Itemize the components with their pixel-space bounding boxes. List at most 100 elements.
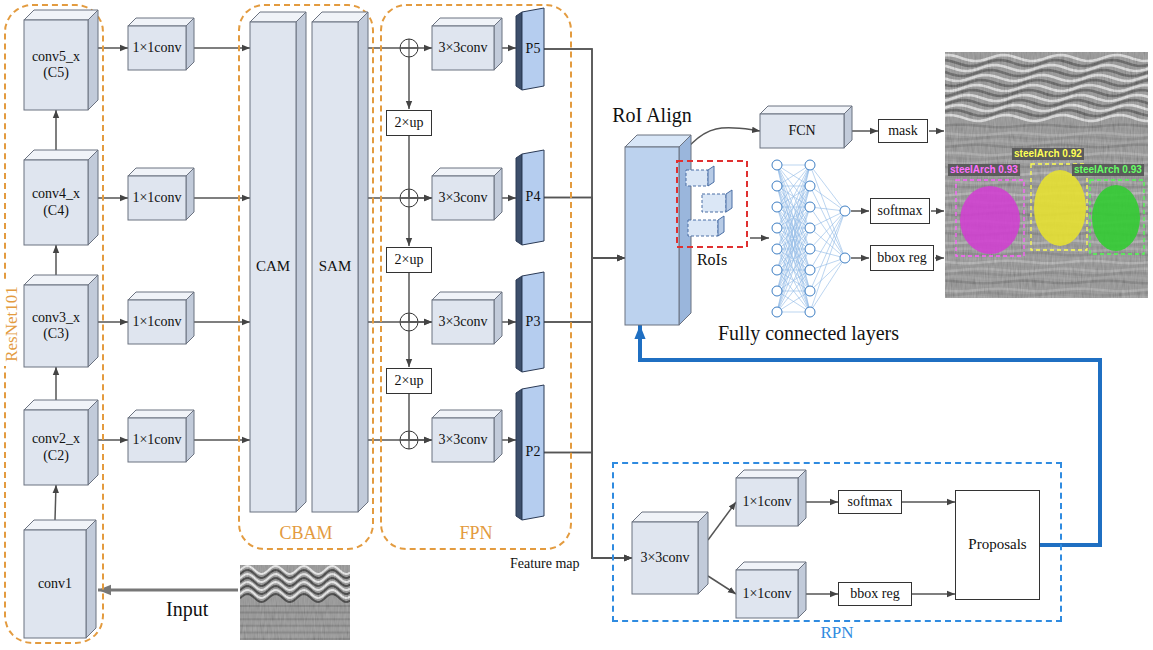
group-title: ResNet101 (2, 282, 22, 366)
connector (544, 258, 625, 322)
connector (902, 501, 955, 503)
drawing-part (516, 12, 522, 90)
text-holder: 3×3conv (432, 418, 494, 462)
drawing-part (810, 211, 845, 249)
drawing-part (522, 8, 544, 90)
drawing-part (240, 565, 350, 640)
group-title: RPN (820, 623, 853, 643)
node-label: P2 (526, 444, 541, 460)
group-title: CBAM (279, 523, 332, 544)
text-holder: FPN (382, 523, 570, 544)
connector (708, 502, 736, 540)
drawing-part (736, 470, 806, 478)
text-holder: 2×up (387, 248, 431, 272)
drawing-part (772, 244, 782, 254)
drawing-part (88, 150, 98, 245)
drawing-part (408, 207, 410, 246)
node-label: conv5_x (C5) (28, 49, 84, 81)
layer-block: CAM (250, 12, 306, 512)
connector (544, 198, 625, 259)
layer-block: 1×1conv (128, 168, 194, 220)
text-holder: P3 (522, 272, 544, 372)
layer-block: conv1 (24, 520, 96, 638)
drawing-part (494, 168, 502, 220)
drawing-part (516, 389, 522, 520)
connector (55, 245, 57, 275)
text-holder: P5 (522, 8, 544, 90)
drawing-part (24, 20, 88, 110)
drawing-part (929, 130, 944, 132)
text-holder: Proposals (956, 491, 1039, 599)
drawing-part (810, 258, 845, 312)
layer-block: 1×1conv (128, 410, 194, 462)
drawing-part (432, 18, 502, 26)
drawing-part (702, 194, 726, 212)
drawing-part (777, 249, 810, 312)
drawing-part (522, 385, 544, 520)
connector (194, 439, 250, 441)
drawing-part (708, 166, 714, 186)
drawing-part (128, 176, 186, 220)
node-label: conv1 (38, 576, 72, 592)
roi-box: RoIs (676, 160, 748, 248)
connector (55, 110, 57, 150)
connector (806, 593, 838, 595)
drawing-part (805, 286, 815, 296)
drawing-part (777, 207, 810, 312)
node-label: P3 (526, 314, 541, 330)
drawing-part (625, 147, 679, 325)
label-holder: steelArch 0.93 (948, 164, 1020, 176)
node-label: 1×1conv (742, 586, 791, 602)
layer-block: 1×1conv (736, 562, 806, 618)
input-arrow (98, 589, 238, 592)
connector (708, 576, 736, 594)
drawing-part (186, 168, 194, 220)
connector (409, 136, 432, 198)
drawing-part (677, 161, 747, 247)
text-holder: bbox reg (871, 246, 933, 270)
drawing-part (432, 300, 494, 344)
drawing-part (24, 275, 98, 285)
text-holder: 2×up (387, 111, 431, 135)
connector (502, 439, 516, 441)
node-label: conv2_x (C2) (28, 431, 84, 463)
connector (912, 593, 955, 595)
connector-group (55, 48, 1100, 594)
process-box: softmax (838, 490, 902, 514)
module-group: RPN3×3conv1×1conv1×1convsoftmaxbbox regP… (612, 462, 1062, 622)
drawing-part (24, 410, 88, 485)
drawing-part (24, 530, 86, 638)
drawing-part (24, 520, 96, 530)
drawing-part (432, 168, 502, 176)
drawing-part (494, 292, 502, 344)
text-holder: 3×3conv (432, 176, 494, 220)
layer-block: 3×3conv (632, 512, 708, 594)
drawing-part (128, 168, 194, 176)
node-label: softmax (847, 494, 892, 510)
drawing-part (432, 176, 494, 220)
drawing-part (516, 276, 522, 372)
layer-block: 3×3conv (432, 292, 502, 344)
drawing-part (760, 114, 844, 148)
node-label: 2×up (395, 373, 424, 389)
fully-connected-net (772, 160, 850, 317)
drawing-part (128, 410, 194, 418)
drawing-part (777, 165, 810, 228)
drawing-part (810, 258, 845, 291)
layer-block: conv4_x (C4) (24, 150, 98, 245)
drawing-part (128, 300, 186, 344)
drawing-part (128, 292, 194, 300)
label-holder: Input (166, 598, 208, 621)
node-label: SAM (319, 258, 352, 275)
drawing-part (805, 181, 815, 191)
text-holder: conv1 (24, 530, 86, 638)
layer-block: 1×1conv (128, 292, 194, 344)
process-box: bbox reg (838, 582, 912, 606)
mask-blob (1092, 185, 1140, 251)
drawing-part (945, 52, 1148, 298)
text-holder: FCN (760, 114, 844, 148)
text-holder: 1×1conv (128, 176, 186, 220)
drawing-part (494, 18, 502, 70)
node-label: Proposals (968, 536, 1026, 553)
